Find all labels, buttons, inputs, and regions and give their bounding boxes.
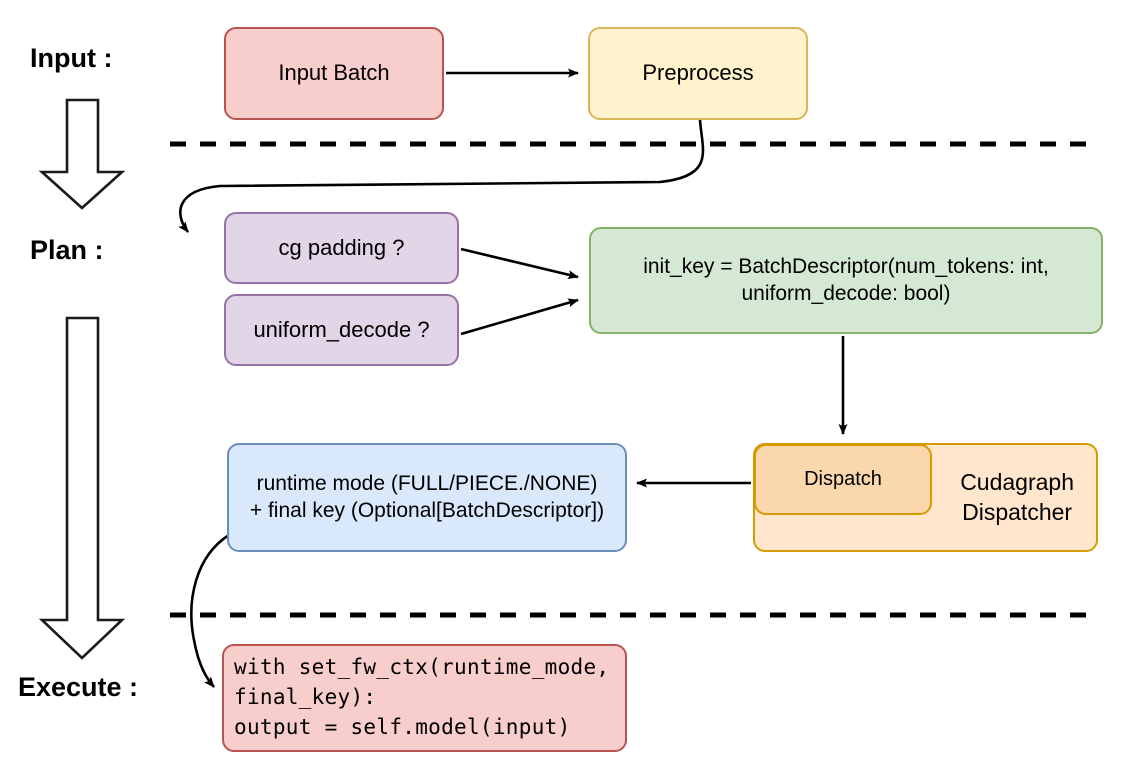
- stage-label-input: Input :: [30, 43, 113, 73]
- connector-cg-padding-to-init-key: [460, 247, 579, 280]
- flow-arrow-input-to-plan: [38, 98, 126, 210]
- stage-label-plan: Plan :: [30, 235, 104, 265]
- node-cg-padding[interactable]: cg padding ?: [224, 212, 459, 284]
- node-init-key[interactable]: init_key = BatchDescriptor(num_tokens: i…: [589, 227, 1103, 334]
- node-dispatch[interactable]: Dispatch: [754, 444, 932, 515]
- node-execute-code[interactable]: with set_fw_ctx(runtime_mode, final_key)…: [222, 644, 627, 752]
- flow-arrow-plan-to-execute: [38, 316, 126, 660]
- connector-uniform-decode-to-init-key: [460, 298, 579, 336]
- node-uniform-decode[interactable]: uniform_decode ?: [224, 294, 459, 366]
- node-preprocess[interactable]: Preprocess: [588, 27, 808, 120]
- node-input-batch[interactable]: Input Batch: [224, 27, 444, 120]
- node-runtime-mode[interactable]: runtime mode (FULL/PIECE./NONE) + final …: [227, 443, 627, 552]
- stage-label-execute: Execute :: [18, 672, 139, 702]
